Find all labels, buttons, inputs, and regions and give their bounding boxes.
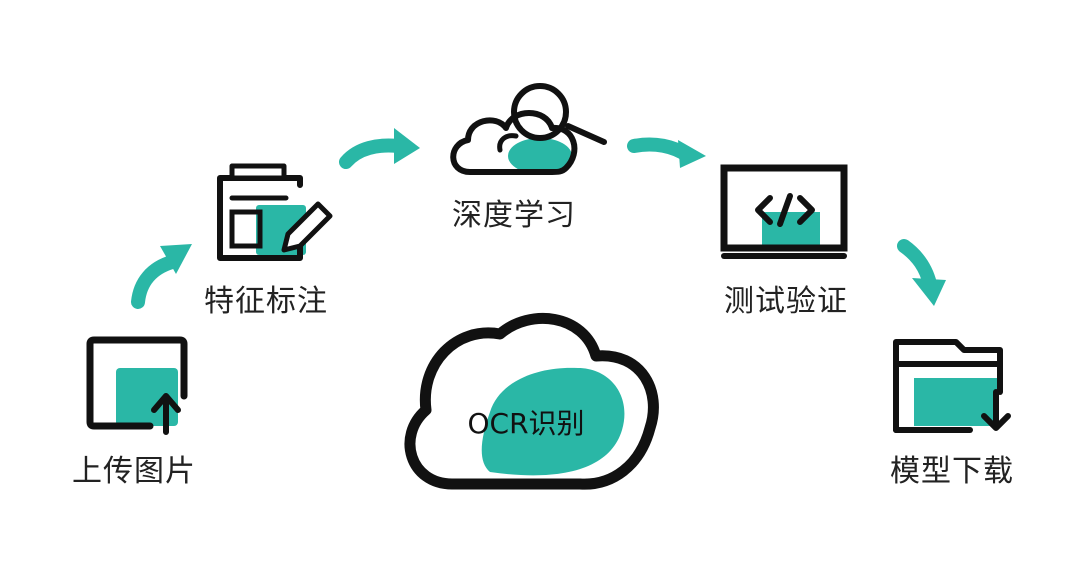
cloud-icon: [404, 312, 659, 490]
curved-arrow-icon: [131, 244, 192, 309]
center-label-ocr: OCR识别: [467, 407, 585, 440]
step-label-annotate: 特征标注: [204, 284, 328, 319]
upload-image-icon: [86, 336, 188, 435]
curved-arrow-icon: [897, 239, 946, 306]
step-label-deep-learning: 深度学习: [452, 198, 576, 233]
annotate-icon: [217, 163, 333, 261]
step-label-download: 模型下载: [890, 454, 1014, 489]
curved-arrow-icon: [339, 128, 420, 169]
step-label-test: 测试验证: [724, 284, 848, 319]
folder-download-icon: [893, 339, 1011, 433]
cloud-search-icon: [450, 83, 607, 175]
curved-arrow-icon: [627, 137, 706, 168]
step-label-upload: 上传图片: [72, 454, 196, 489]
code-monitor-icon: [720, 164, 848, 259]
